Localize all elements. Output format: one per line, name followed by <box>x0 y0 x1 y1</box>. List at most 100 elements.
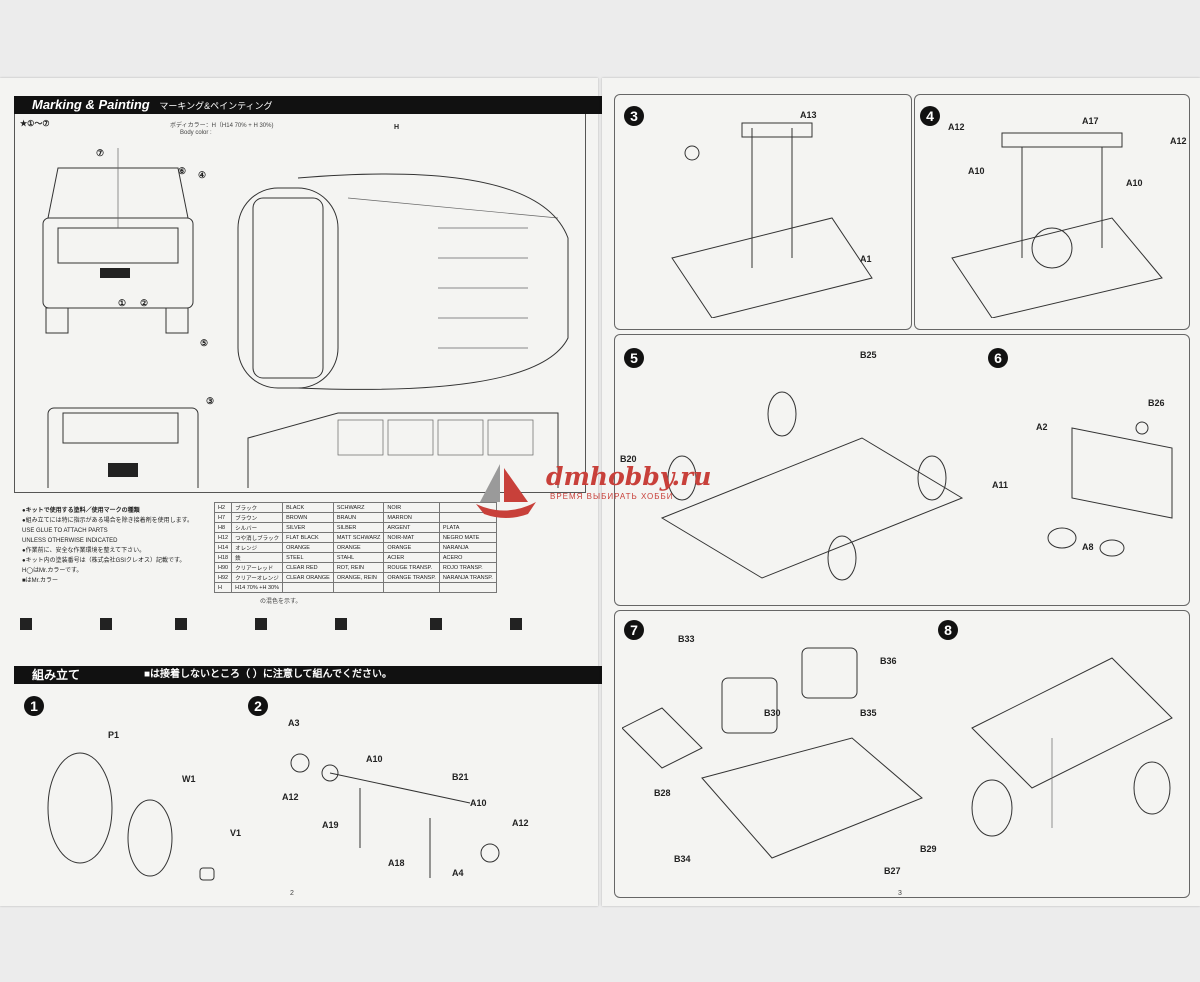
step-2-drawing <box>290 753 500 878</box>
marker-2: ② <box>140 298 149 308</box>
step-6-badge: 6 <box>988 348 1008 368</box>
part-a10-upper: A10 <box>366 754 383 764</box>
part-a4: A4 <box>452 868 464 878</box>
step-1-drawing <box>47 752 215 881</box>
part-a1: A1 <box>860 254 872 264</box>
page-number-right: 3 <box>898 890 902 897</box>
sailboat-logo-icon <box>476 464 536 518</box>
step-8-drawing <box>971 657 1173 837</box>
step-5-drawing <box>660 391 964 581</box>
step-4-badge: 4 <box>920 106 940 126</box>
notes-jp4: H◯はMr.カラーです。 <box>22 568 83 574</box>
marker-5: ⑤ <box>200 338 209 348</box>
assembly-header: 組み立て ■は接着しないところ（ ）に注意して組んでください。 <box>14 666 602 684</box>
notes-jp3: ●キット内の塗装番号は（株式会社GSIクレオス）記載です。 <box>22 558 186 564</box>
paint-ref-top: H <box>394 124 400 131</box>
front-view <box>42 148 194 334</box>
step-6-drawing <box>1047 421 1173 557</box>
notes-jp5: ■はMr.カラー <box>22 578 58 584</box>
part-a11: A11 <box>992 480 1009 490</box>
step-7-8-panel <box>614 610 1190 898</box>
legend-tool-icon <box>175 618 190 630</box>
part-b28: B28 <box>654 788 671 798</box>
marker-4: ④ <box>198 170 207 180</box>
step-1-badge: 1 <box>24 696 44 716</box>
rear-view <box>47 407 199 488</box>
part-b36: B36 <box>880 656 897 666</box>
body-color-line: ボディカラー：H（H14 70% + H 30%) <box>170 123 274 129</box>
part-a10-s4-left: A10 <box>968 166 985 176</box>
part-a12-s4-right: A12 <box>1170 136 1187 146</box>
paint-note: の混色を示す。 <box>260 599 302 605</box>
part-a3: A3 <box>288 718 300 728</box>
watermark-site: dmhobby.ru <box>546 462 712 491</box>
legend-cut-icon <box>430 618 445 630</box>
step-7-drawing <box>622 647 923 859</box>
part-a17: A17 <box>1082 116 1099 126</box>
notes-en-1: USE GLUE TO ATTACH PARTS <box>22 528 108 534</box>
decal-ref: ★①～⑦ <box>20 119 50 128</box>
part-a12-left: A12 <box>282 792 299 802</box>
body-color-en: Body color : <box>180 130 212 136</box>
part-a13: A13 <box>800 110 817 120</box>
legend-star-icon <box>20 618 35 630</box>
part-a19: A19 <box>322 820 339 830</box>
step-3-panel <box>614 94 912 330</box>
part-b35: B35 <box>860 708 877 718</box>
part-a12-right: A12 <box>512 818 529 828</box>
step-4-drawing <box>951 132 1163 318</box>
marking-title-jp: マーキング&ペインティング <box>159 101 273 111</box>
part-p1: P1 <box>108 730 120 740</box>
part-b29: B29 <box>920 844 937 854</box>
part-b21: B21 <box>452 772 469 782</box>
dmhobby-watermark: dmhobby.ru ВРЕМЯ ВЫБИРАТЬ ХОББИ <box>470 458 720 528</box>
marking-title: Marking & Painting <box>32 97 150 112</box>
part-b26: B26 <box>1148 398 1165 408</box>
part-a10-s4-right: A10 <box>1126 178 1143 188</box>
part-a2: A2 <box>1036 422 1048 432</box>
part-b25: B25 <box>860 350 877 360</box>
step-7-badge: 7 <box>624 620 644 640</box>
step-5-6-panel <box>614 334 1190 606</box>
notes-jp2: ●作業前に、安全な作業環境を整えて下さい。 <box>22 548 146 554</box>
marker-3: ③ <box>206 396 215 406</box>
legend-decal-icon <box>335 618 350 630</box>
top-view <box>237 173 569 390</box>
part-a12-s4-left: A12 <box>948 122 965 132</box>
step-4-panel <box>914 94 1190 330</box>
marking-painting-header: Marking & Painting マーキング&ペインティング <box>14 96 602 114</box>
part-a8: A8 <box>1082 542 1094 552</box>
marker-1: ① <box>118 298 127 308</box>
part-b20: B20 <box>620 454 637 464</box>
assembly-title: 組み立て <box>32 668 81 682</box>
instruction-page-right: 3 4 5 6 7 8 A13 A1 A12 A17 A12 A10 A10 B… <box>602 78 1200 906</box>
part-a10-lower: A10 <box>470 798 487 808</box>
notes-title: ●キットで使用する塗料／使用マークの種類 <box>22 508 140 514</box>
step-5-badge: 5 <box>624 348 644 368</box>
marking-panel <box>14 114 586 493</box>
page-number-left: 2 <box>290 890 294 897</box>
assembly-note: ■は接着しないところ（ ）に注意して組んでください。 <box>144 669 393 680</box>
step-3-badge: 3 <box>624 106 644 126</box>
marker-7: ⑦ <box>96 148 105 158</box>
car-views-drawing <box>42 148 569 488</box>
part-b27: B27 <box>884 866 901 876</box>
notes-en-2: UNLESS OTHERWISE INDICATED <box>22 538 118 544</box>
step-2-badge: 2 <box>248 696 268 716</box>
watermark-slogan: ВРЕМЯ ВЫБИРАТЬ ХОББИ <box>550 492 674 501</box>
legend-assembly-icon <box>100 618 115 630</box>
part-a18: A18 <box>388 858 405 868</box>
legend-knife-icon <box>510 618 525 630</box>
part-v1: V1 <box>230 828 242 838</box>
marker-6: ⑥ <box>178 166 187 176</box>
